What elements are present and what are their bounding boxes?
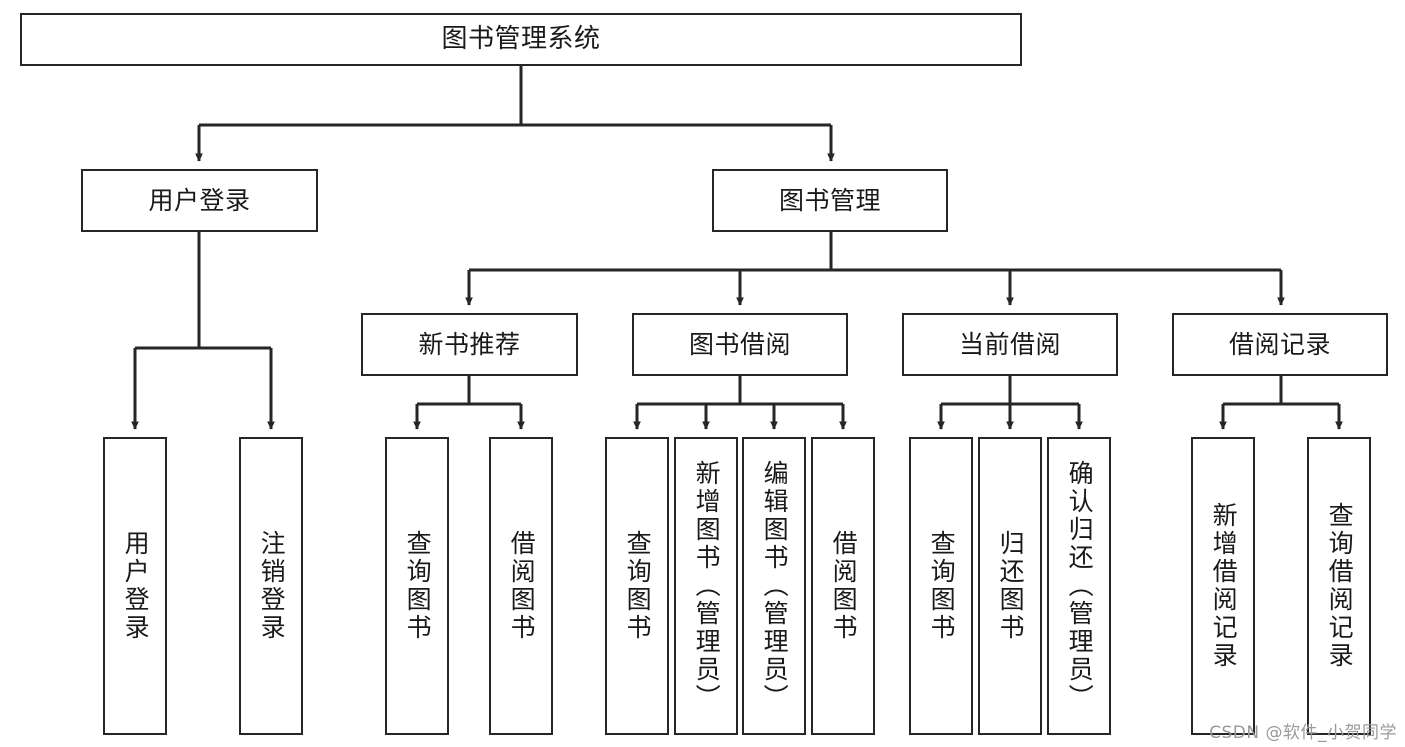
node-leaf-borrow-add-book-admin[interactable]: 新增图书（管理员）	[674, 437, 738, 735]
node-user-login[interactable]: 用户登录	[81, 169, 318, 232]
node-leaf-current-confirm-return-admin[interactable]: 确认归还（管理员）	[1047, 437, 1111, 735]
node-label: 图书借阅	[688, 329, 791, 359]
node-label: 查询借阅记录	[1325, 502, 1355, 670]
node-label: 借阅图书	[829, 530, 859, 642]
node-current-borrow[interactable]: 当前借阅	[902, 313, 1118, 376]
node-label: 用户登录	[121, 530, 151, 642]
node-label: 新书推荐	[418, 329, 521, 359]
node-label: 用户登录	[148, 185, 251, 215]
node-leaf-borrow-edit-book-admin[interactable]: 编辑图书（管理员）	[742, 437, 806, 735]
node-leaf-record-query-record[interactable]: 查询借阅记录	[1307, 437, 1371, 735]
node-new-book-recommend[interactable]: 新书推荐	[361, 313, 578, 376]
node-leaf-current-return-book[interactable]: 归还图书	[978, 437, 1042, 735]
node-root-system[interactable]: 图书管理系统	[20, 13, 1022, 66]
node-label: 新增借阅记录	[1209, 502, 1239, 670]
node-leaf-user-login[interactable]: 用户登录	[103, 437, 167, 735]
node-label: 编辑图书（管理员）	[760, 460, 790, 712]
node-borrow-record[interactable]: 借阅记录	[1172, 313, 1388, 376]
node-label: 查询图书	[403, 530, 433, 642]
node-leaf-borrow-borrow-book[interactable]: 借阅图书	[811, 437, 875, 735]
node-leaf-record-add-record[interactable]: 新增借阅记录	[1191, 437, 1255, 735]
node-label: 确认归还（管理员）	[1065, 460, 1095, 712]
node-label: 查询图书	[927, 530, 957, 642]
node-label: 图书管理	[778, 185, 881, 215]
node-label: 归还图书	[996, 530, 1026, 642]
csdn-watermark: CSDN @软件_小贺同学	[1209, 723, 1397, 743]
node-book-management[interactable]: 图书管理	[712, 169, 948, 232]
node-label: 借阅图书	[507, 530, 537, 642]
node-leaf-borrow-query-book[interactable]: 查询图书	[605, 437, 669, 735]
node-book-borrow[interactable]: 图书借阅	[632, 313, 848, 376]
node-label: 当前借阅	[958, 329, 1061, 359]
node-leaf-newbook-query-book[interactable]: 查询图书	[385, 437, 449, 735]
node-label: 查询图书	[623, 530, 653, 642]
node-label: 借阅记录	[1228, 329, 1331, 359]
node-label: 新增图书（管理员）	[692, 460, 722, 712]
node-leaf-logout[interactable]: 注销登录	[239, 437, 303, 735]
node-leaf-current-query-book[interactable]: 查询图书	[909, 437, 973, 735]
node-label: 注销登录	[257, 530, 287, 642]
node-label: 图书管理系统	[441, 24, 601, 55]
node-leaf-newbook-borrow-book[interactable]: 借阅图书	[489, 437, 553, 735]
